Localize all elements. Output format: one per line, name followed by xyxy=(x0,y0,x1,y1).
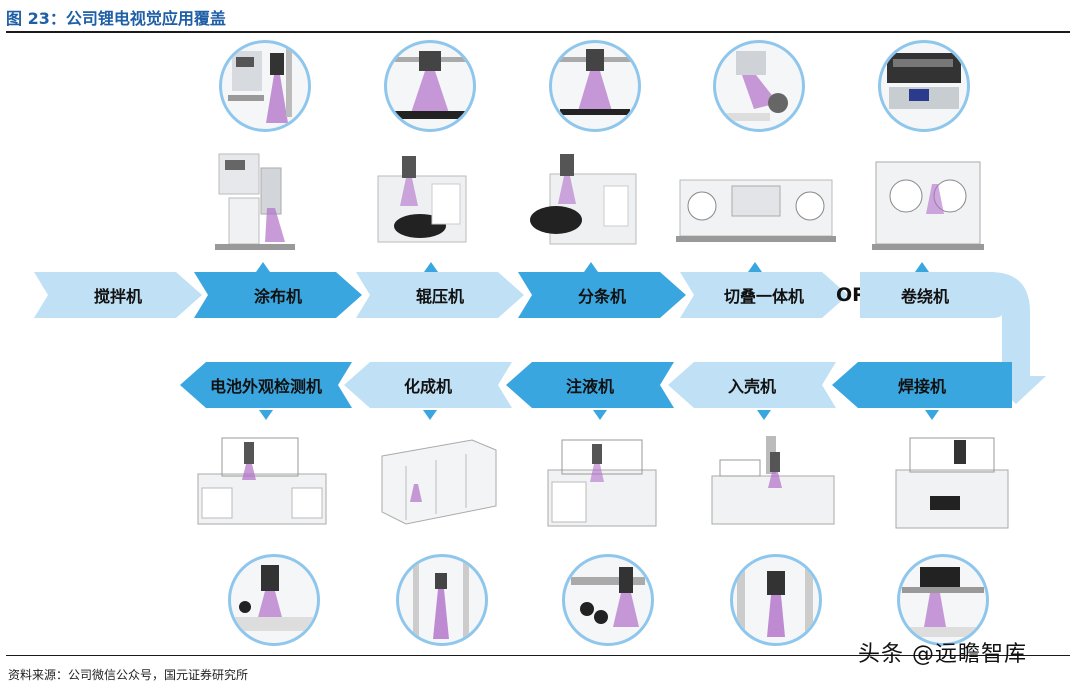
or-label: OR xyxy=(836,284,867,306)
slitter-machine xyxy=(520,150,640,250)
watermark: 头条 @远瞻智库 xyxy=(858,642,1027,667)
step-welding-label: 焊接机 xyxy=(897,377,946,396)
step-appearance-inspection: 电池外观检测机 xyxy=(180,362,352,408)
coater-camera-closeup xyxy=(219,40,311,132)
winder-camera-closeup xyxy=(878,40,970,132)
step-electrolyte-filling: 注液机 xyxy=(506,362,674,408)
welding-pointer xyxy=(925,410,939,420)
step-mixer: 搅拌机 xyxy=(34,272,202,318)
welding-camera-closeup xyxy=(897,554,989,646)
figure-title: 图 23：公司锂电视觉应用覆盖 xyxy=(6,9,226,28)
welding-machine xyxy=(890,430,1014,534)
roller-press-machine xyxy=(372,150,472,250)
formation-camera-closeup xyxy=(396,554,488,646)
roller-press-camera-closeup xyxy=(384,40,476,132)
formation-machine xyxy=(376,436,502,530)
formation-pointer xyxy=(423,410,437,420)
slitter-pointer xyxy=(584,262,598,272)
roller-press-pointer xyxy=(424,262,438,272)
winder-return-arrow xyxy=(860,272,1046,404)
coater-machine xyxy=(205,148,305,252)
filling-pointer xyxy=(593,410,607,420)
step-electrolyte-filling-label: 注液机 xyxy=(565,377,614,396)
filling-machine xyxy=(542,432,662,532)
step-formation: 化成机 xyxy=(344,362,512,408)
cut-stack-machine xyxy=(676,166,836,244)
source-note: 资料来源：公司微信公众号，国元证券研究所 xyxy=(8,668,249,682)
inspection-pointer xyxy=(259,410,273,420)
slitter-camera-closeup xyxy=(549,40,641,132)
inspection-machine xyxy=(192,428,332,532)
step-coater-label: 涂布机 xyxy=(253,287,302,306)
step-cut-stack: 切叠一体机 xyxy=(680,272,848,318)
step-slitter: 分条机 xyxy=(518,272,686,318)
step-formation-label: 化成机 xyxy=(403,377,452,396)
cut-stack-camera-closeup xyxy=(713,40,805,132)
step-slitter-label: 分条机 xyxy=(577,287,626,306)
step-winder-label: 卷绕机 xyxy=(900,287,949,306)
title-rule xyxy=(6,31,1070,33)
inspection-camera-closeup xyxy=(228,554,320,646)
step-casing-label: 入壳机 xyxy=(727,377,776,396)
step-roller-press: 辊压机 xyxy=(356,272,524,318)
step-coater: 涂布机 xyxy=(194,272,362,318)
source-rule xyxy=(6,655,1070,656)
step-cut-stack-label: 切叠一体机 xyxy=(723,287,804,306)
step-casing: 入壳机 xyxy=(668,362,836,408)
winder-pointer xyxy=(915,262,929,272)
casing-camera-closeup xyxy=(730,554,822,646)
step-winder: 卷绕机 xyxy=(860,272,990,318)
step-appearance-inspection-label: 电池外观检测机 xyxy=(209,377,322,396)
step-mixer-label: 搅拌机 xyxy=(93,287,142,306)
filling-camera-closeup xyxy=(562,554,654,646)
casing-pointer xyxy=(757,410,771,420)
step-welding: 焊接机 xyxy=(832,362,1012,408)
step-roller-press-label: 辊压机 xyxy=(415,287,464,306)
winder-machine xyxy=(872,156,984,252)
casing-machine xyxy=(706,430,840,530)
coater-pointer xyxy=(256,262,270,272)
cut-stack-pointer xyxy=(748,262,762,272)
